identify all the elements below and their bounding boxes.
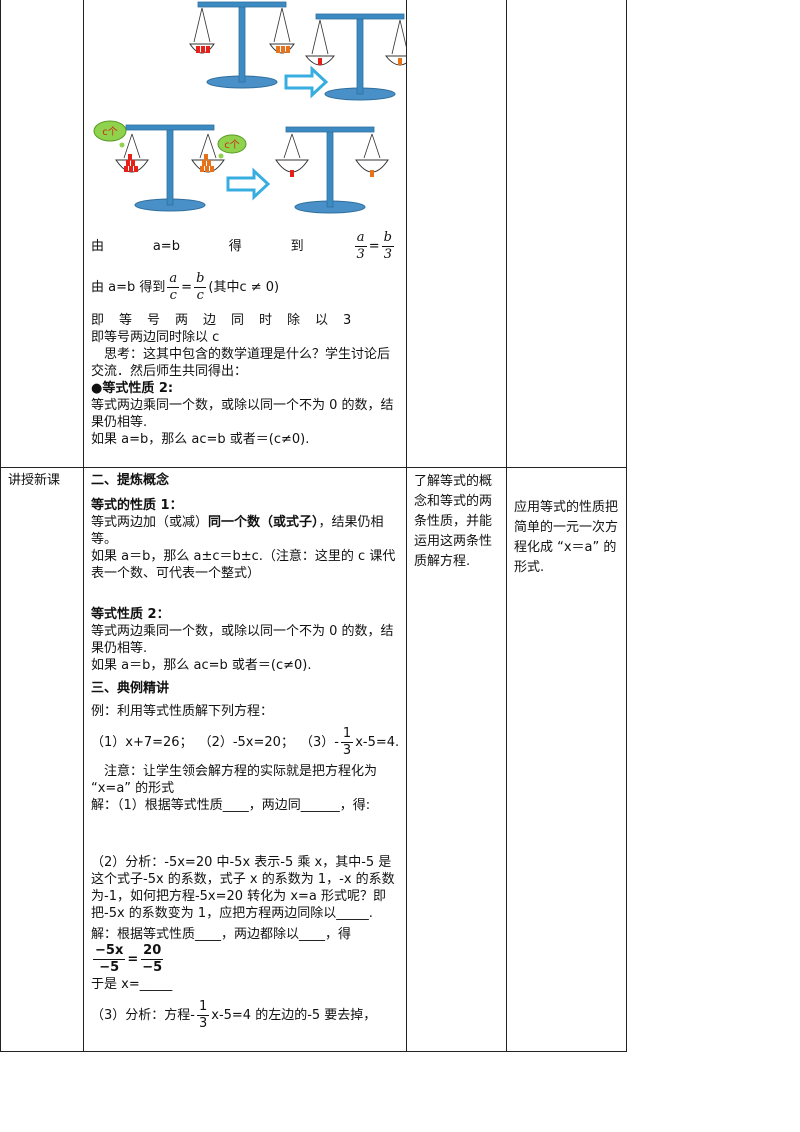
thought-bubble-icon: c个 <box>93 120 127 148</box>
bubble-label: c个 <box>224 139 240 151</box>
balance-illustration: c个 c个 <box>93 1 406 214</box>
solution-2: 解：根据等式性质____，两边都除以____，得 <box>91 927 352 942</box>
line-divide-3: 即 等 号 两 边 同 时 除 以 3 <box>91 313 353 328</box>
note-text: 注意：让学生领会解方程的实际就是把方程化为 “x=a” 的形式 <box>91 764 378 796</box>
balance-scale-icon <box>115 124 225 212</box>
so-text: 于是 x=_____ <box>91 977 173 992</box>
prop2-example: 如果 a=b，那么 ac=b 或者＝(c≠0). <box>91 432 310 447</box>
main-content: 二、提炼概念 等式的性质 1： 等式两边加（或减）同一个数（或式子），结果仍相等… <box>91 472 401 1032</box>
prop1-text: 等式两边加（或减）同一个数（或式子），结果仍相等。 <box>91 515 384 547</box>
line-divide-c: 即等号两边同时除以 c <box>91 330 220 345</box>
example-intro: 例：利用等式性质解下列方程： <box>91 704 274 719</box>
analysis-2: （2）分析：-5x=20 中-5x 表示-5 乘 x，其中-5 是这个式子-5x… <box>91 855 395 921</box>
solution-1: 解：（1）根据等式性质____，两边同______，得: <box>91 798 371 813</box>
prop2-text: 等式两边乘同一个数，或除以同一个不为 0 的数，结果仍相等. <box>91 398 394 430</box>
prop2-text: 等式两边乘同一个数，或除以同一个不为 0 的数，结果仍相等. <box>91 624 394 656</box>
balance-scale-icon <box>275 126 389 214</box>
division-formula: −5x−5 = 20−5 <box>93 943 164 975</box>
text-eq: a=b <box>152 239 180 254</box>
arrow-right-icon <box>284 67 328 97</box>
text-dao: 到 <box>290 239 304 254</box>
bubble-label: c个 <box>102 126 118 138</box>
thought-bubble-icon: c个 <box>217 134 247 159</box>
prop1-example: 如果 a＝b，那么 a±c＝b±c.（注意：这里的 c 课代表一个数、可代表一个… <box>91 549 396 581</box>
prop2-example: 如果 a＝b，那么 ac=b 或者＝(c≠0). <box>91 658 312 673</box>
section3-title: 三、典例精讲 <box>91 681 170 696</box>
application-cell: 应用等式的性质把简单的一元一次方程化成 “x＝a” 的形式. <box>514 500 619 575</box>
text-de: 得 <box>228 239 242 254</box>
prop2-title: 等式性质 2： <box>91 607 170 622</box>
prop2-title: ●等式性质 2: <box>91 381 174 396</box>
section2-title: 二、提炼概念 <box>91 473 170 488</box>
row-label: 讲授新课 <box>8 473 61 488</box>
text-you: 由 <box>91 239 105 254</box>
objective-cell: 了解等式的概念和等式的两条性质，并能运用这两条性质解方程. <box>414 474 493 569</box>
prop1-title: 等式的性质 1： <box>91 498 183 513</box>
arrow-right-icon <box>226 169 270 199</box>
balance-scale-icon <box>304 13 406 101</box>
balance-scale-icon <box>189 1 295 89</box>
think-text: 思考：这其中包含的数学道理是什么？学生讨论后交流．然后师生共同得出： <box>91 347 391 379</box>
